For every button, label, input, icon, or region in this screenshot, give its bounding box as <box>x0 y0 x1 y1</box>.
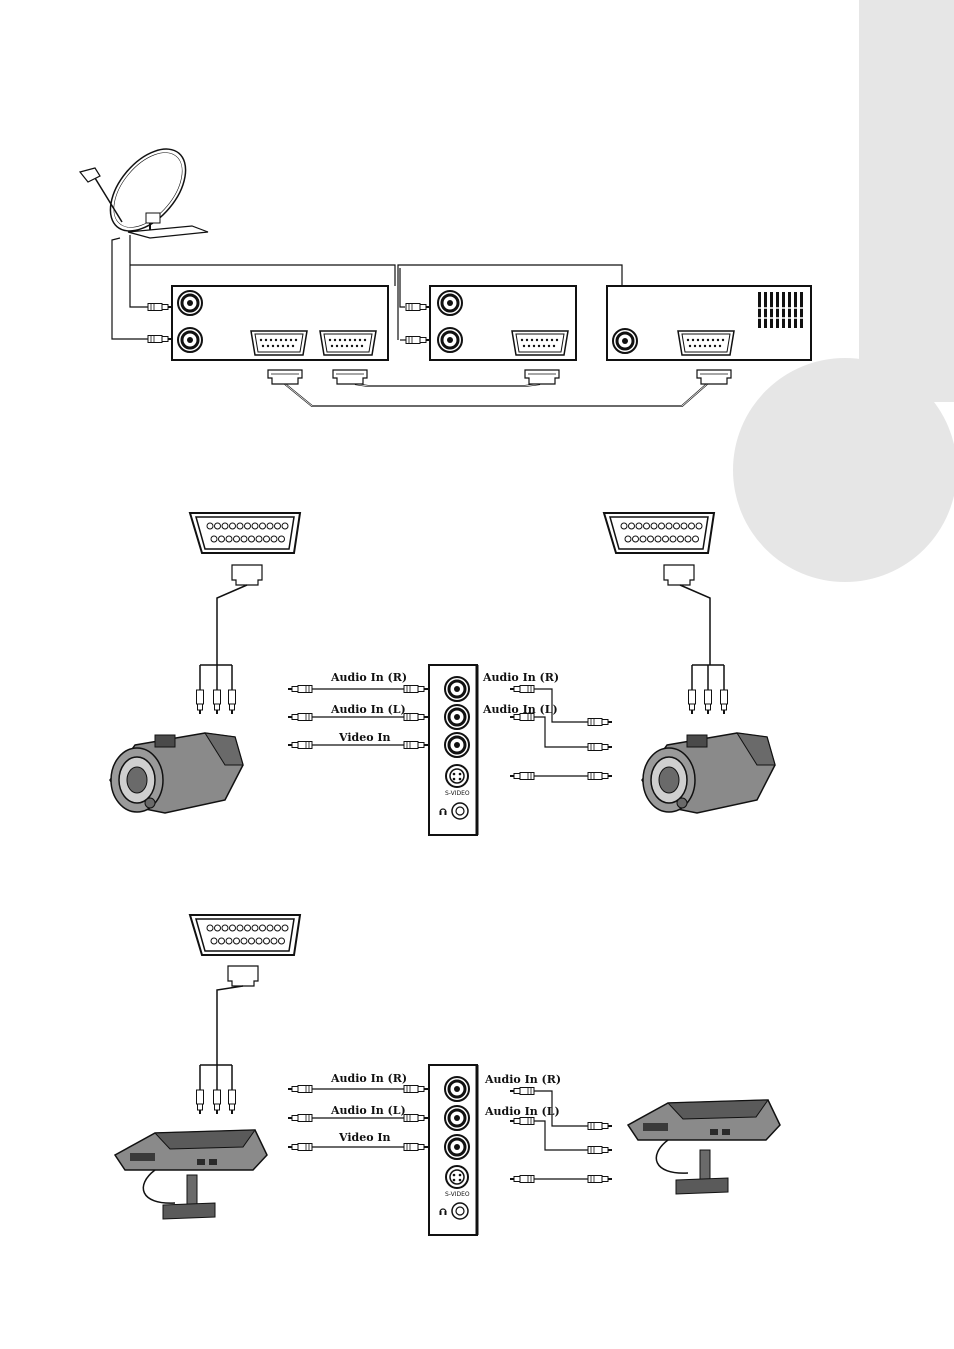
side-circle <box>733 358 954 582</box>
label-audio-in-l-right-1: Audio In (L) <box>482 703 558 716</box>
rca-plug-icon <box>148 336 172 343</box>
scart-plug-icon <box>268 370 302 384</box>
svideo-label: S-VIDEO <box>445 790 470 797</box>
scart-connector-icon <box>604 513 714 553</box>
scart-plug-icon <box>697 370 731 384</box>
label-video-in-left-2: Video In <box>338 1131 391 1144</box>
game-console-icon <box>628 1100 780 1194</box>
label-video-in-left-1: Video In <box>338 731 391 744</box>
scart-plug-icon <box>333 370 367 384</box>
rca-plug-icon <box>406 304 430 311</box>
rca-plug-icon <box>148 304 172 311</box>
scart-connector-icon <box>190 513 300 553</box>
camcorder-scart-right <box>604 513 728 714</box>
label-audio-in-r-left-2: Audio In (R) <box>330 1072 407 1085</box>
camcorder-icon <box>110 733 243 813</box>
label-audio-in-r-left-1: Audio In (R) <box>330 671 407 684</box>
satellite-dish-icon <box>80 135 208 245</box>
av-input-panel-2: S-VIDEO <box>429 1065 477 1235</box>
label-audio-in-l-left-2: Audio In (L) <box>330 1104 406 1117</box>
scart-plug-icon <box>525 370 559 384</box>
label-audio-in-l-left-1: Audio In (L) <box>330 703 406 716</box>
label-audio-in-r-right-2: Audio In (R) <box>484 1073 561 1086</box>
svideo-label: S-VIDEO <box>445 1191 470 1198</box>
label-audio-in-r-right-1: Audio In (R) <box>482 671 559 684</box>
svideo-socket <box>446 765 468 787</box>
tv-rear-panel <box>607 286 811 360</box>
label-audio-in-l-right-2: Audio In (L) <box>484 1105 560 1118</box>
svideo-socket <box>446 1166 468 1188</box>
av-input-panel-1: S-VIDEO <box>429 665 477 835</box>
console-scart <box>190 915 300 1114</box>
camcorder-icon <box>642 733 775 813</box>
satellite-receiver-2 <box>430 286 576 360</box>
side-tab <box>859 0 954 402</box>
dish-cables <box>112 235 150 339</box>
scart-connector-icon <box>190 915 300 955</box>
camcorder-scart-left <box>190 513 300 714</box>
rca-plug-icon <box>406 337 430 344</box>
game-console-icon <box>115 1130 267 1219</box>
scart-cables <box>285 384 707 406</box>
satellite-receiver-1 <box>172 286 388 360</box>
